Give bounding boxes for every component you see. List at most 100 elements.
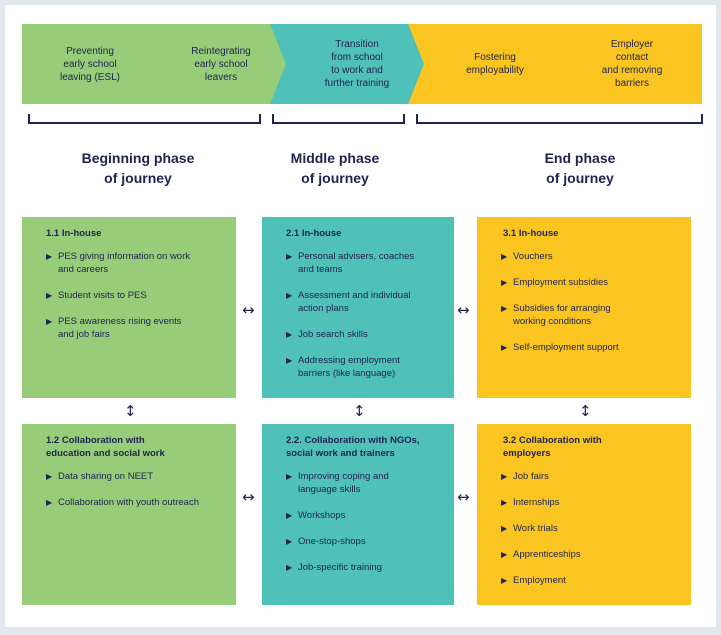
list-item: ▶ Personal advisers, coaches and teams [286,250,442,276]
phase-end: End phase of journey [544,150,616,186]
box-list: ▶Improving coping and language skills ▶ Wo… [286,470,442,574]
stage-label: Fostering employability [466,52,524,76]
list-item-label: Student visits to PES [58,290,147,301]
list-item-label: Employment [513,575,566,586]
box-list: ▶ PES giving information on work and care… [46,250,224,341]
phase-middle: Middle phase of journey [290,150,380,186]
bullet-triangle-icon: ▶ [501,252,508,261]
bullet-triangle-icon: ▶ [501,278,508,287]
list-item-label: Internships [513,497,560,508]
list-item: ▶ Workshops [286,509,442,522]
box-list: ▶ Vouchers ▶ Employment subsidies ▶ Subsidies… [501,250,679,354]
list-item-label: Collaboration with youth outreach [58,497,200,508]
stage-reintegrating: Reintegrating early school leavers [134,24,294,104]
list-item: ▶ Job search skills [286,328,442,341]
list-item: ▶ Addressing employment barriers (like la… [286,354,442,380]
bullet-triangle-icon: ▶ [46,472,53,481]
box-1-1-in-house: 1.1 In-house ▶ PES giving information on … [22,217,236,398]
list-item: ▶ Assessment and individual action plans [286,289,442,315]
list-item-label: Workshops [298,510,346,521]
box-title: 3.1 In-house [503,228,559,239]
bullet-triangle-icon: ▶ [46,252,53,261]
list-item-label: Self-employment support [513,342,619,353]
list-item-label: Assessment and individual action plans [298,290,411,314]
list-item-label: Employment subsidies [513,277,609,288]
box-title: 3.2 Collaboration with employers [503,435,602,459]
list-item: ▶Improving coping and language skills [286,470,442,496]
bullet-triangle-icon: ▶ [501,524,508,533]
bracket-middle [272,114,405,124]
list-item-label: PES awareness rising events and job fair… [58,316,182,340]
stage-preventing-esl: Preventing early school leaving (ESL) [22,24,158,104]
list-item: ▶ Vouchers [501,250,679,263]
stage-label: Reintegrating early school leavers [191,45,251,83]
list-item-label: Job search skills [298,329,368,340]
bullet-triangle-icon: ▶ [46,291,53,300]
box-2-1-in-house: 2.1 In-house ▶ Personal advisers, coaches… [262,217,454,398]
bullet-triangle-icon: ▶ [501,472,508,481]
stage-label: Employer contact and removing barriers [601,39,663,89]
bullet-triangle-icon: ▶ [501,498,508,507]
bullet-triangle-icon: ▶ [286,563,293,572]
bullet-triangle-icon: ▶ [286,330,293,339]
list-item-label: Job fairs [513,471,549,482]
list-item: ▶ Job fairs [501,470,679,483]
list-item-label: Apprenticeships [513,549,581,560]
arrow-horizontal-icon: ↔ [242,301,255,319]
bullet-triangle-icon: ▶ [286,356,293,365]
stage-label: Preventing early school leaving (ESL) [59,45,121,83]
list-item: ▶ Student visits to PES [46,289,224,302]
list-item: ▶ Self-employment support [501,341,679,354]
bullet-triangle-icon: ▶ [286,291,293,300]
arrow-horizontal-icon: ↔ [242,488,255,506]
bracket-end [416,114,703,124]
stage-label: Transition from school to work and furth… [324,39,390,89]
box-title: 2.1 In-house [286,228,342,239]
bullet-triangle-icon: ▶ [501,304,508,313]
bracket-beginning [28,114,261,124]
box-2-2-collaboration: 2.2. Collaboration with NGOs, social wor… [262,424,454,605]
box-list: ▶ Job fairs ▶ Internships ▶ Work trials ▶Appre… [501,470,679,587]
list-item: ▶Job-specific training [286,561,442,574]
arrow-horizontal-icon: ↔ [457,488,470,506]
list-item: ▶ Employment subsidies [501,276,679,289]
stage-fostering-employability: Fostering employability [408,24,568,104]
box-list: ▶ Personal advisers, coaches and teams ▶ As… [286,250,442,380]
box-1-2-collaboration: 1.2 Collaboration with education and soc… [22,424,236,605]
list-item: ▶Employment [501,574,679,587]
box-3-2-collaboration: 3.2 Collaboration with employers ▶ Job fa… [477,424,691,605]
bullet-triangle-icon: ▶ [286,511,293,520]
list-item: ▶ Work trials [501,522,679,535]
list-item: ▶ PES awareness rising events and job fai… [46,315,224,341]
bullet-triangle-icon: ▶ [46,498,53,507]
box-title: 1.1 In-house [46,228,102,239]
list-item-label: Addressing employment barriers (like lan… [298,355,400,379]
list-item-label: Work trials [513,523,558,534]
list-item: ▶ Collaboration with youth outreach [46,496,224,509]
arrow-horizontal-icon: ↔ [457,301,470,319]
phase-beginning: Beginning phase of journey [81,150,195,186]
bullet-triangle-icon: ▶ [286,537,293,546]
box-3-1-in-house: 3.1 In-house ▶ Vouchers ▶ Employment subsid… [477,217,691,398]
list-item: ▶ PES giving information on work and care… [46,250,224,276]
bullet-triangle-icon: ▶ [501,343,508,352]
list-item: ▶ Subsidies for arranging working conditi… [501,302,679,328]
arrow-vertical-icon: ↕ [353,402,366,420]
bullet-triangle-icon: ▶ [46,317,53,326]
stage-transition: Transition from school to work and furth… [270,24,430,104]
list-item: ▶Apprenticeships [501,548,679,561]
bullet-triangle-icon: ▶ [286,252,293,261]
list-item-label: Vouchers [513,251,553,262]
list-item-label: Personal advisers, coaches and teams [298,251,415,275]
list-item: ▶Data sharing on NEET [46,470,224,483]
list-item: ▶ Internships [501,496,679,509]
list-item-label: Subsidies for arranging working conditio… [513,303,611,327]
box-title: 2.2. Collaboration with NGOs, social wor… [286,435,420,459]
list-item: ▶ One-stop-shops [286,535,442,548]
arrow-vertical-icon: ↕ [124,402,137,420]
arrow-vertical-icon: ↕ [579,402,592,420]
list-item-label: PES giving information on work and caree… [58,251,191,275]
list-item-label: One-stop-shops [298,536,366,547]
stage-employer-contact: Employer contact and removing barriers [546,24,702,104]
